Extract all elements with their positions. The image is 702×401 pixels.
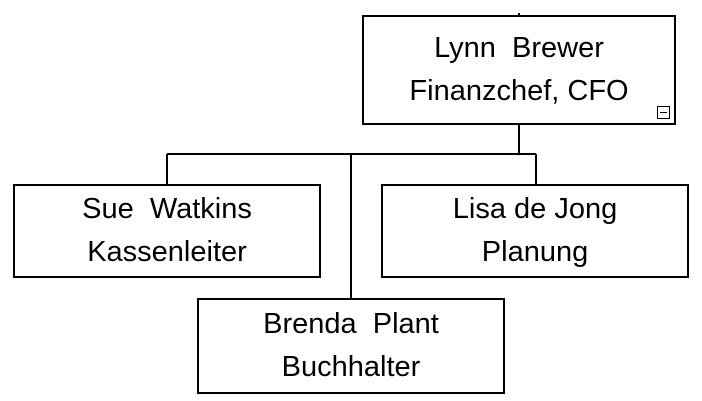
node-lynn-brewer[interactable]: Lynn Brewer Finanzchef, CFO bbox=[362, 15, 676, 125]
node-title: Kassenleiter bbox=[87, 236, 247, 268]
collapse-minus-icon[interactable] bbox=[657, 106, 670, 119]
node-name: Lisa de Jong bbox=[452, 193, 618, 225]
node-title: Buchhalter bbox=[281, 351, 421, 383]
node-name: Brenda Plant bbox=[263, 308, 439, 340]
node-sue-watkins[interactable]: Sue Watkins Kassenleiter bbox=[13, 184, 321, 278]
node-title: Finanzchef, CFO bbox=[409, 75, 629, 107]
node-name: Sue Watkins bbox=[82, 193, 252, 225]
node-brenda-plant[interactable]: Brenda Plant Buchhalter bbox=[197, 298, 505, 394]
node-title: Planung bbox=[481, 236, 589, 268]
node-lisa-de-jong[interactable]: Lisa de Jong Planung bbox=[381, 184, 689, 278]
node-name: Lynn Brewer bbox=[434, 32, 604, 64]
